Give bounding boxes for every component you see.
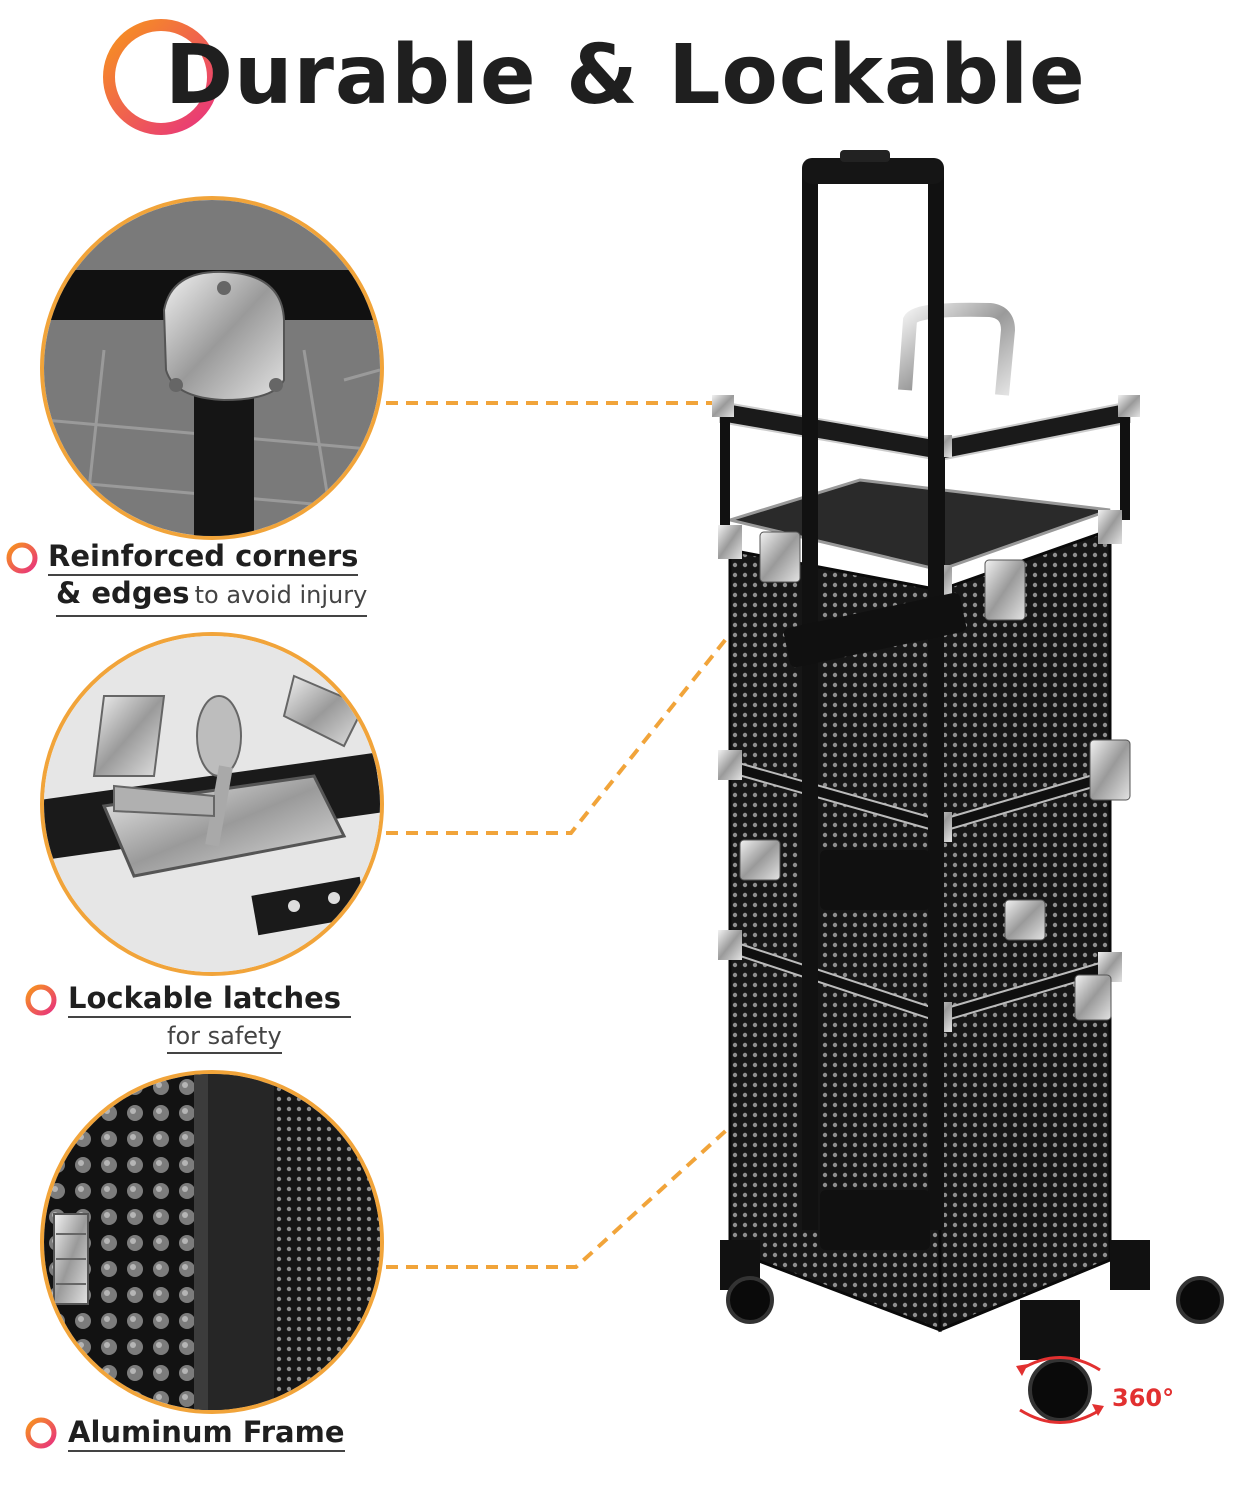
feature-subline: & edges to avoid injury <box>56 576 368 617</box>
page-title: Durable & Lockable <box>165 28 1086 123</box>
feature-title-continued: & edges <box>56 576 190 610</box>
feature-subtitle: to avoid injury <box>194 581 368 609</box>
feature-title: Lockable latches <box>68 980 352 1018</box>
frame-detail-image <box>40 1070 384 1414</box>
corner-detail-image <box>40 196 384 540</box>
latch-leader-line <box>386 597 760 835</box>
rotation-label: 360° <box>1112 1384 1175 1412</box>
feature-subtitle: for safety <box>167 1020 282 1054</box>
feature-title: Reinforced corners <box>48 538 359 576</box>
feature-ring-icon <box>6 542 38 574</box>
trolley-case-image <box>712 150 1224 1424</box>
feature-ring-icon <box>25 1417 57 1449</box>
feature-title: Aluminum Frame <box>68 1414 345 1452</box>
latch-detail-image <box>40 632 384 976</box>
corner-leader-line <box>386 401 731 405</box>
feature-ring-icon <box>25 984 57 1016</box>
frame-leader-line <box>386 792 1098 1269</box>
title-ring-icon <box>103 19 219 135</box>
